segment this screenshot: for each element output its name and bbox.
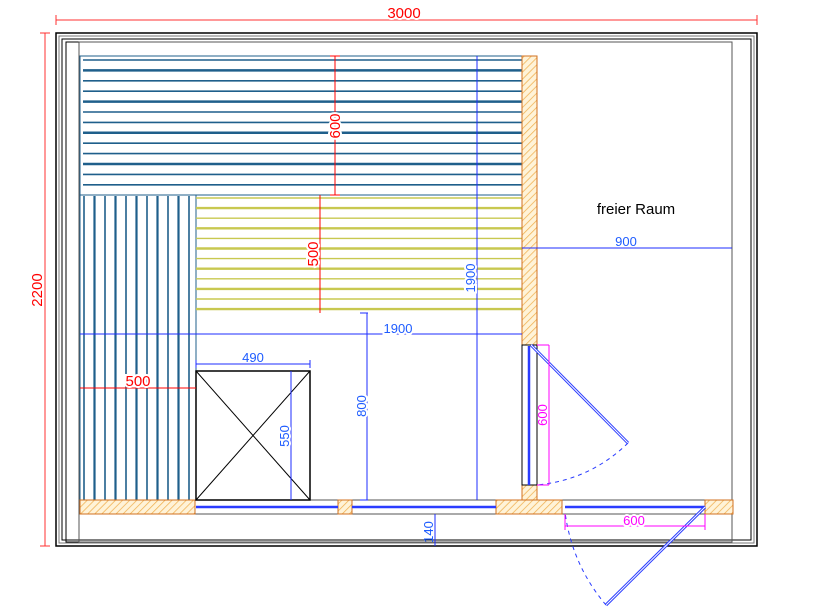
interior-wall — [521, 55, 538, 346]
dim-overall-depth: 2200 — [29, 273, 46, 306]
dim-heater-depth: 550 — [277, 425, 292, 447]
dim-heater-width: 490 — [242, 350, 264, 365]
interior-wall-stub — [521, 484, 538, 501]
dim-glass-offset: 140 — [421, 521, 436, 543]
dim-cabin-depth: 1900 — [463, 264, 478, 293]
middle-bench — [196, 197, 522, 311]
side-bench — [79, 194, 197, 501]
inner-door[interactable] — [529, 343, 630, 486]
dim-overall-width: 3000 — [387, 5, 420, 22]
dim-cabin-width: 1900 — [384, 321, 413, 336]
dimension-lines — [40, 15, 758, 547]
dim-upper-bench: 600 — [327, 113, 344, 138]
free-space-label: freier Raum — [597, 201, 675, 218]
dim-clearance: 800 — [354, 395, 369, 417]
dim-inner-door: 600 — [535, 404, 550, 426]
outer-walls — [55, 32, 758, 547]
outer-door[interactable] — [564, 505, 707, 607]
dim-outer-door: 600 — [623, 513, 645, 528]
upper-bench — [79, 55, 523, 196]
front-wall — [79, 499, 734, 515]
dim-free-space: 900 — [615, 234, 637, 249]
dim-middle-bench: 500 — [305, 241, 322, 266]
dim-side-bench: 500 — [125, 373, 150, 390]
sauna-heater — [195, 370, 311, 501]
